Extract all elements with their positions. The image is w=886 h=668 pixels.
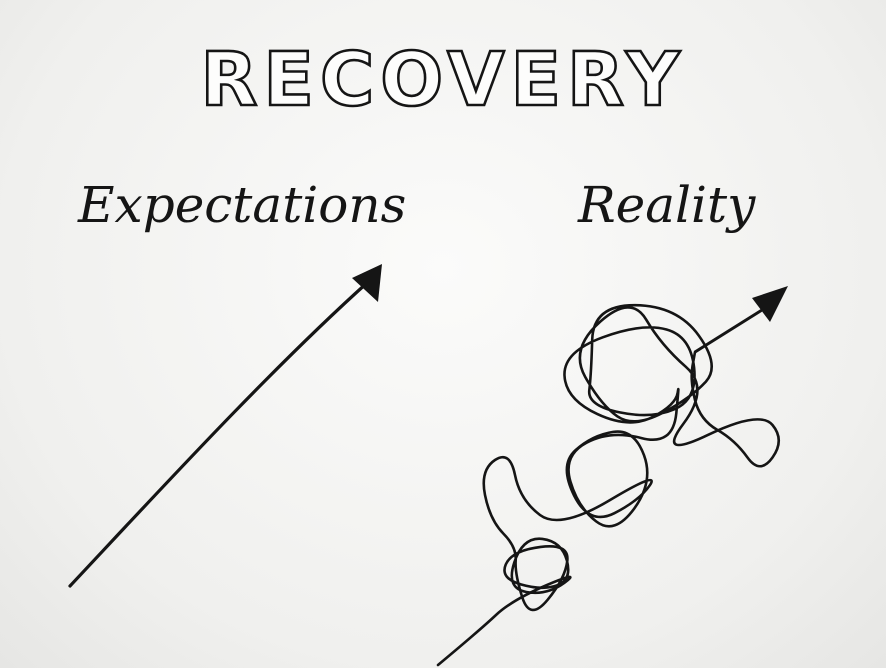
expectations-arrow xyxy=(68,264,382,588)
expectations-label: Expectations xyxy=(77,176,406,234)
arrowhead-icon xyxy=(352,264,382,302)
reality-arrow xyxy=(436,286,788,667)
reality-scribble-line xyxy=(436,303,781,667)
arrowhead-icon xyxy=(752,286,788,322)
reality-label: Reality xyxy=(577,176,756,234)
title: RECOVERY xyxy=(200,37,685,123)
